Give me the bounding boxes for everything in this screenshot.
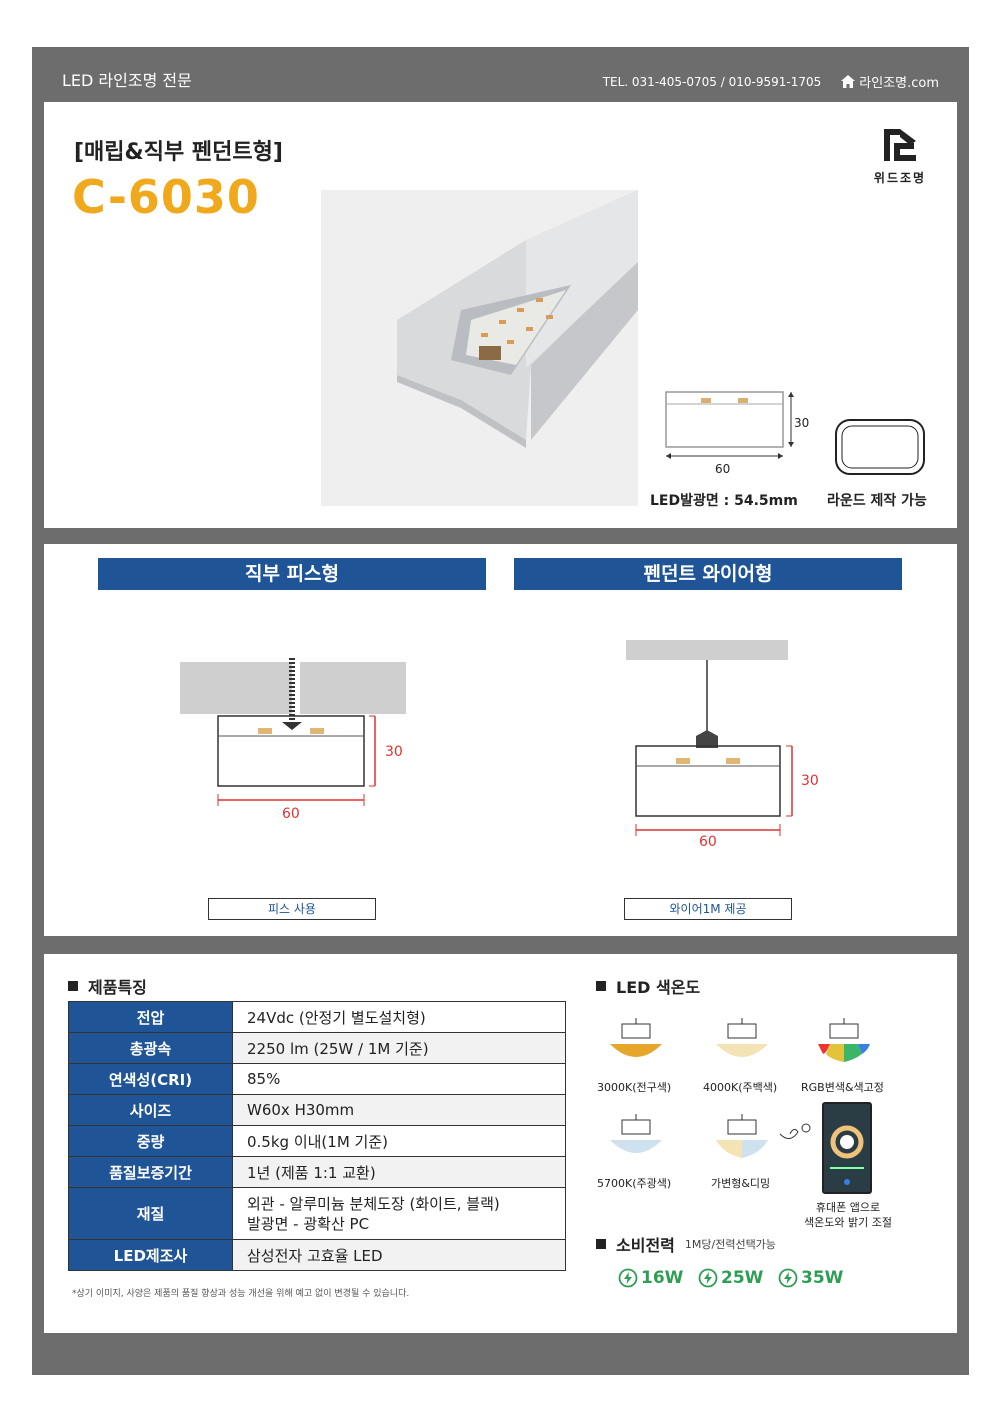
header-site: 라인조명.com <box>859 76 939 91</box>
disclaimer-note: *상기 이미지, 사양은 제품의 품질 향상과 성능 개선을 위해 예고 없이 … <box>72 1289 410 1299</box>
spec-key: 사이즈 <box>68 1094 233 1126</box>
phone-note: 휴대폰 앱으로 색온도와 밝기 조절 <box>804 1200 892 1230</box>
power-title: 소비전력 <box>616 1236 675 1255</box>
brand-name: 위드조명 <box>873 171 927 185</box>
spec-value-line2: 발광면 - 광확산 PC <box>247 1214 370 1233</box>
product-subtitle: [매립&직부 펜던트형] <box>74 140 283 165</box>
spec-key: 재질 <box>68 1187 233 1240</box>
lamp-3000k-icon <box>610 1018 662 1057</box>
spec-title: 제품특징 <box>88 978 147 997</box>
round-note: 라운드 제작 가능 <box>827 493 927 509</box>
install-right-title: 펜던트 와이어형 <box>514 558 902 590</box>
spec-heading: 제품특징 <box>68 974 147 998</box>
bolt-icon <box>698 1268 718 1288</box>
spec-key: 전압 <box>68 1001 233 1033</box>
brand-logo-icon <box>884 129 916 161</box>
bolt-icon <box>618 1268 638 1288</box>
power-option: 25W <box>698 1268 763 1288</box>
install-left-title: 직부 피스형 <box>98 558 486 590</box>
led-face-label: LED발광면 : 54.5mm <box>650 493 798 509</box>
phone-note-line2: 색온도와 밝기 조절 <box>804 1216 892 1229</box>
screw-mount-drawing <box>180 658 406 806</box>
spec-value: 삼성전자 고효율 LED <box>232 1239 566 1271</box>
install-right-h: 30 <box>801 773 819 789</box>
install-right-w: 60 <box>699 834 717 850</box>
round-profile-icon <box>835 419 925 475</box>
install-panel: 직부 피스형 펜던트 와이어형 30 60 30 60 피스 사용 와이어1M … <box>44 544 957 936</box>
header-site-link[interactable]: 라인조명.com <box>841 72 939 91</box>
spec-value: W60x H30mm <box>232 1094 566 1126</box>
power-value: 35W <box>801 1268 844 1288</box>
lamp-label: 가변형&디밍 <box>711 1177 771 1190</box>
brand-logo: 위드조명 <box>865 127 935 186</box>
spec-key: 중량 <box>68 1125 233 1157</box>
home-icon <box>841 75 856 88</box>
lamp-label: 4000K(주백색) <box>703 1081 778 1094</box>
phone-app-image <box>822 1102 872 1194</box>
square-bullet-icon <box>68 981 78 991</box>
install-left-h: 30 <box>385 744 403 760</box>
color-temp-heading: LED 색온도 <box>596 974 700 998</box>
header-title: LED 라인조명 전문 <box>62 71 192 90</box>
profile-width: 60 <box>715 462 731 476</box>
table-row: 재질 외관 - 알루미늄 분체도장 (화이트, 블랙)발광면 - 광확산 PC <box>68 1187 566 1240</box>
color-temp-title: LED 색온도 <box>616 978 701 997</box>
spec-value: 1년 (제품 1:1 교환) <box>232 1156 566 1188</box>
lamp-tunable-icon <box>716 1114 811 1158</box>
install-right-tag: 와이어1M 제공 <box>624 898 792 920</box>
header-bar: LED 라인조명 전문 TEL. 031-405-0705 / 010-9591… <box>32 47 969 102</box>
lamp-label: RGB변색&색고정 <box>801 1081 884 1094</box>
install-left-w: 60 <box>282 806 300 822</box>
spec-value: 2250 lm (25W / 1M 기준) <box>232 1032 566 1064</box>
header-tel: TEL. 031-405-0705 / 010-9591-1705 <box>602 74 822 89</box>
spec-key: 연색성(CRI) <box>68 1063 233 1095</box>
power-value: 25W <box>721 1268 764 1288</box>
square-bullet-icon <box>596 981 606 991</box>
profile-height: 30 <box>794 416 810 430</box>
product-photo <box>321 190 638 506</box>
spec-key: 품질보증기간 <box>68 1156 233 1188</box>
lamp-rgb-icon <box>818 1018 870 1062</box>
spec-value: 외관 - 알루미늄 분체도장 (화이트, 블랙) <box>247 1194 500 1213</box>
product-panel: [매립&직부 펜던트형] C-6030 위드조명 <box>44 102 957 528</box>
table-row: 연색성(CRI)85% <box>68 1063 566 1095</box>
spec-key: LED제조사 <box>68 1239 233 1271</box>
spec-value: 0.5kg 이내(1M 기준) <box>232 1125 566 1157</box>
pendant-wire-drawing <box>626 640 793 836</box>
power-heading: 소비전력 1M당/전력선택가능 <box>596 1232 776 1256</box>
power-option: 16W <box>618 1268 683 1288</box>
lamp-5700k-icon <box>610 1114 662 1153</box>
spec-key: 총광속 <box>68 1032 233 1064</box>
lamp-label: 5700K(주광색) <box>597 1177 672 1190</box>
lamp-4000k-icon <box>716 1018 768 1057</box>
power-sub: 1M당/전력선택가능 <box>684 1238 776 1251</box>
lamp-label: 3000K(전구색) <box>597 1081 672 1094</box>
phone-note-line1: 휴대폰 앱으로 <box>815 1201 881 1214</box>
spec-value: 85% <box>232 1063 566 1095</box>
install-left-tag: 피스 사용 <box>208 898 376 920</box>
power-value: 16W <box>641 1268 684 1288</box>
product-model: C-6030 <box>72 170 260 224</box>
profile-drawing <box>665 391 794 459</box>
square-bullet-icon <box>596 1239 606 1249</box>
bolt-icon <box>778 1268 798 1288</box>
spec-value: 24Vdc (안정기 별도설치형) <box>232 1001 566 1033</box>
power-option: 35W <box>778 1268 843 1288</box>
